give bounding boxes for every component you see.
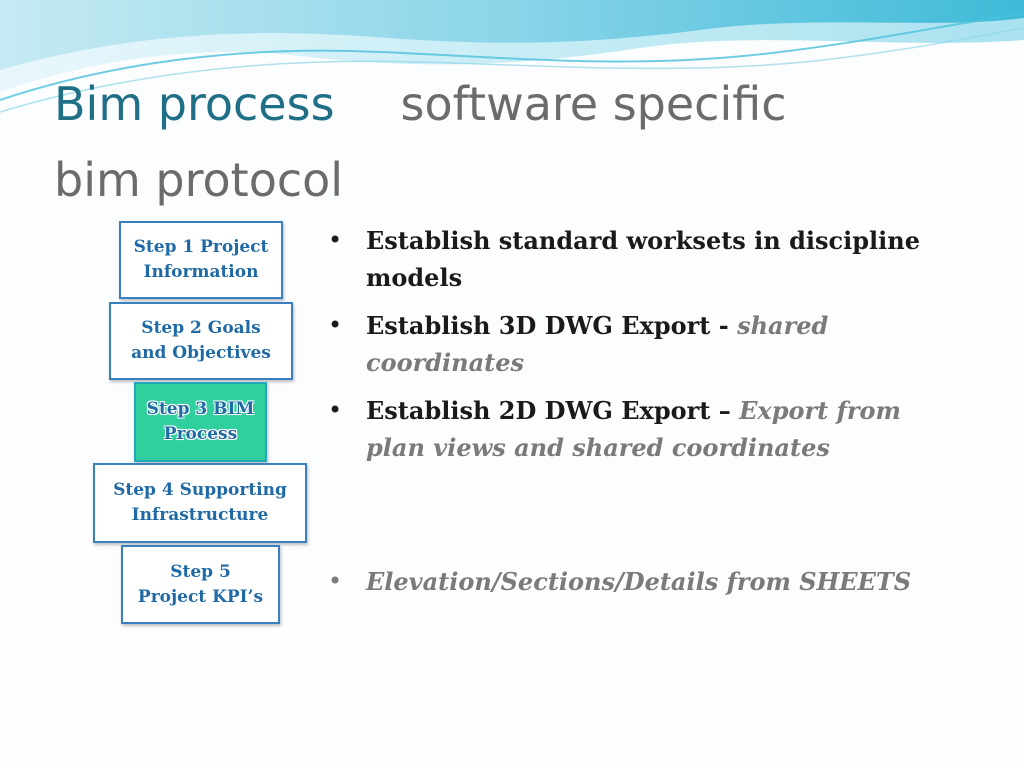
step-1-box: Step 1 Project Information [119, 221, 283, 299]
title-main: Bim process [54, 77, 335, 131]
step-3-label: Step 3 BIM Process [146, 399, 255, 444]
bullet-subtext: shared coordinates [366, 311, 829, 377]
step-1-label: Step 1 Project Information [133, 237, 269, 282]
step-2-box: Step 2 Goals and Objectives [109, 302, 293, 380]
bullet-text-muted: Elevation/Sections/Details from SHEETS [366, 567, 912, 596]
bullet-dot: • [328, 396, 343, 424]
bullet-dot: • [328, 567, 343, 595]
bullet-item: • Elevation/Sections/Details from SHEETS [328, 563, 928, 600]
bullet-dot: • [328, 226, 343, 254]
step-4-box: Step 4 Supporting Infrastructure [93, 463, 307, 543]
bullet-item: • Establish standard worksets in discipl… [328, 222, 928, 296]
step-3-box-active: Step 3 BIM Process [134, 382, 267, 462]
bullet-text: Establish standard worksets in disciplin… [366, 226, 920, 292]
bullet-item: • Establish 3D DWG Export - shared coord… [328, 307, 928, 381]
title-secondary: software specific [400, 77, 787, 131]
step-4-label: Step 4 Supporting Infrastructure [113, 480, 287, 525]
bullet-item: • Establish 2D DWG Export – Export from … [328, 392, 928, 466]
bullet-dot: • [328, 311, 343, 339]
step-2-label: Step 2 Goals and Objectives [131, 318, 271, 363]
slide-title: Bim process software specific bim protoco… [54, 66, 984, 218]
step-5-box: Step 5 Project KPI’s [121, 545, 280, 624]
bullet-text: Establish 3D DWG Export - [366, 311, 738, 340]
bullet-text: Establish 2D DWG Export – [366, 396, 740, 425]
bullet-subtext: Export from plan views and shared coordi… [366, 396, 901, 462]
title-line2: bim protocol [54, 153, 344, 207]
step-5-label: Step 5 Project KPI’s [137, 561, 264, 607]
decorative-waves [0, 0, 1024, 113]
